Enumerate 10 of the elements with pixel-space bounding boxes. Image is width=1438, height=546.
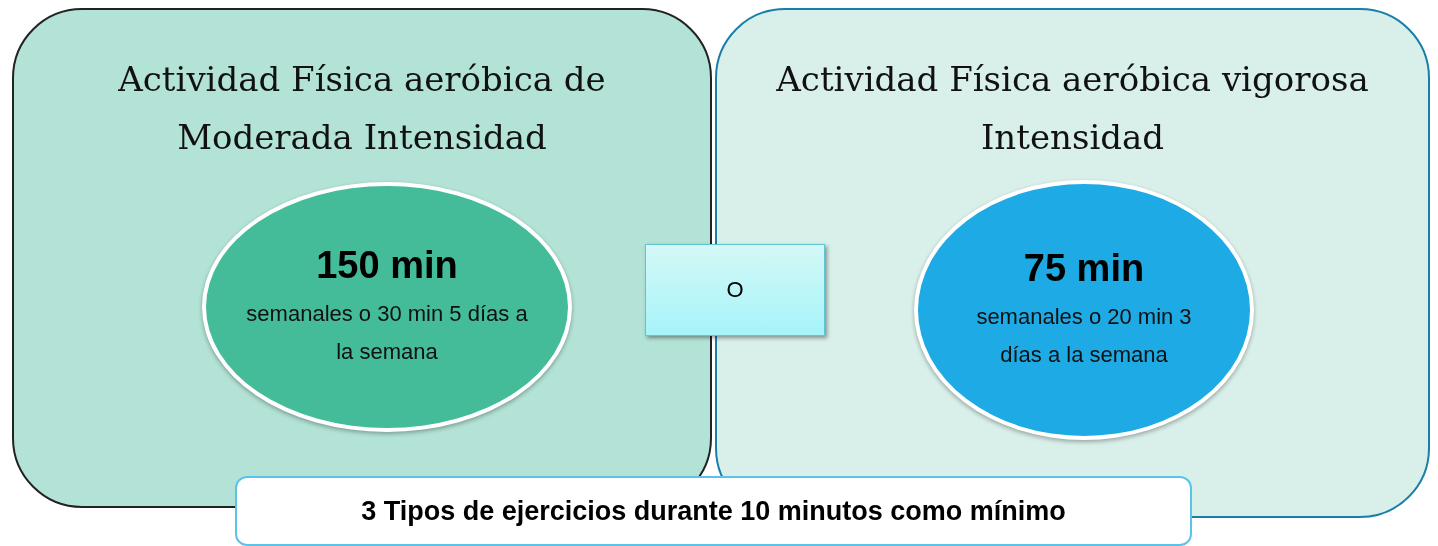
panel-title: Actividad Física aeróbica de Moderada Intensidad	[117, 58, 607, 159]
panel-title: Actividad Física aeróbica vigorosa Intensidad	[775, 58, 1370, 159]
frequency-text: semanales o 30 min 5 días a la semana	[246, 299, 528, 366]
note-box	[235, 476, 1192, 546]
frequency-text: semanales o 20 min 3 días a la semana	[975, 302, 1193, 369]
duration-value: 150 min	[316, 243, 458, 287]
note-text: 3 Tipos de ejercicios durante 10 minutos como mínimo	[361, 495, 1066, 527]
duration-value: 75 min	[1023, 246, 1145, 290]
connector-word: O	[726, 277, 744, 303]
connector-box	[645, 244, 825, 336]
